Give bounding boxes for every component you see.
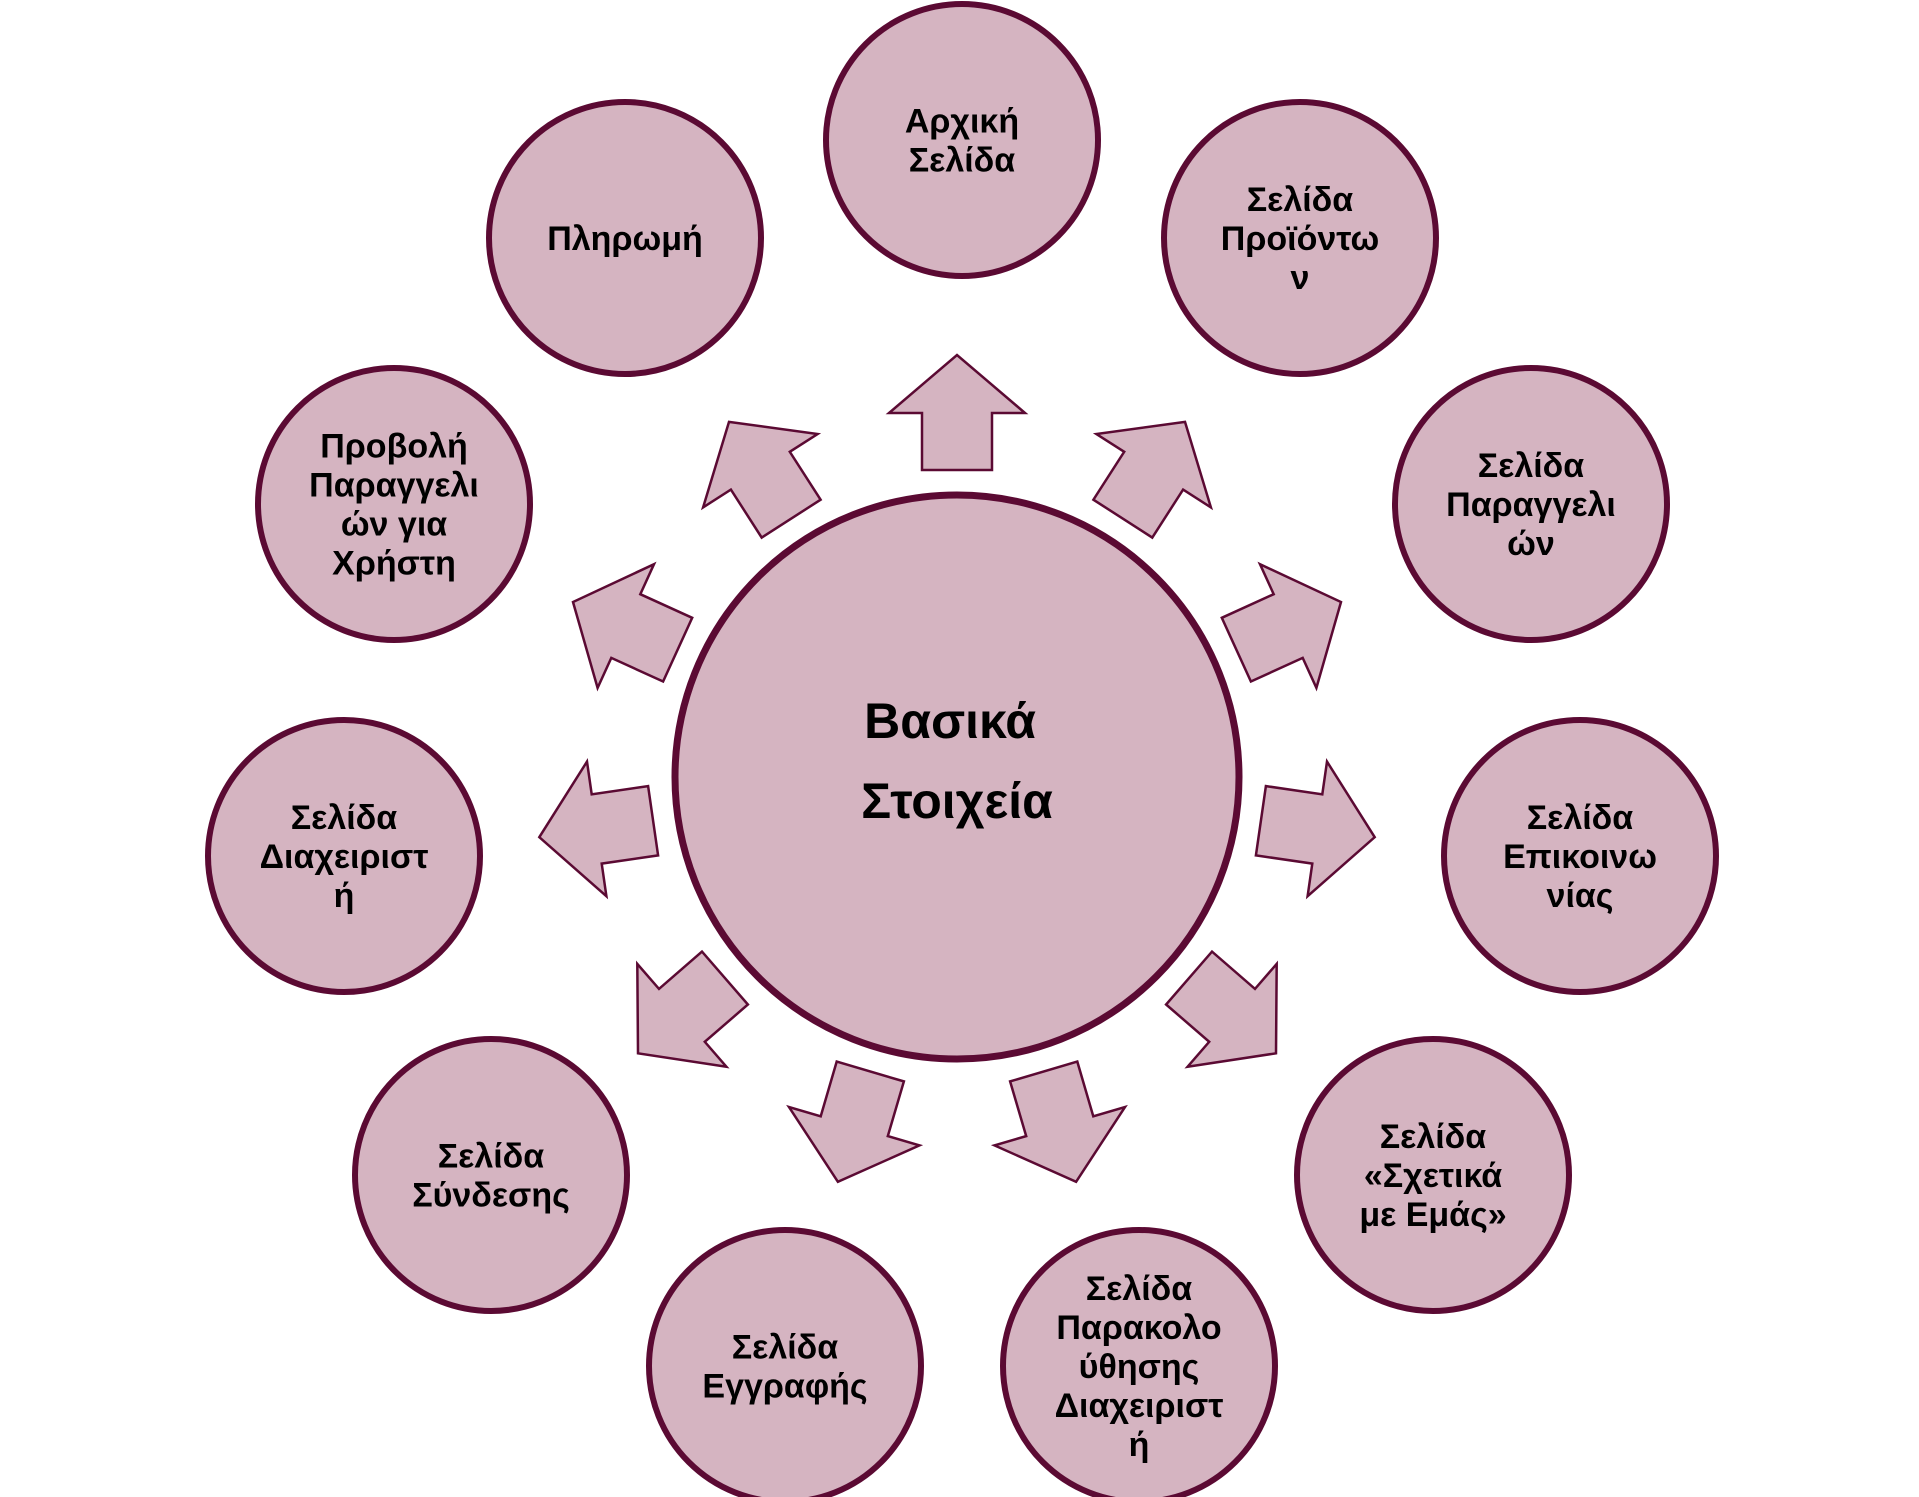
node-selida-proionton-circle [1161,99,1439,377]
node-pliromi-label-line-1: Πληρωμή [547,220,703,258]
node-selida-sxetika-label-line-2: «Σχετικά [1364,1157,1502,1195]
node-selida-parakolouthisis-label-line-2: Παρακολο [1056,1309,1221,1347]
node-selida-sxetika-circle [1294,1036,1572,1314]
node-selida-epikoinonias-label-line-3: νίας [1547,877,1614,915]
node-selida-diaxeiristi-circle [205,717,483,995]
arrow-to-node-provoli-paraggelion [571,561,694,692]
svg-text:Βασικά Στοιχεία: Βασικά Στοιχεία [861,693,1053,829]
node-selida-diaxeiristi-label-line-1: Σελίδα [291,799,398,837]
arrow-to-node-selida-diaxeiristi [537,758,660,900]
node-pliromi: Πληρωμή [486,99,764,377]
node-selida-epikoinonias-label-line-2: Επικοινω [1503,838,1657,876]
node-selida-parakolouthisis-label-line-4: Διαχειριστ [1055,1387,1224,1425]
node-selida-paraggelion-label-line-2: Παραγγελι [1446,486,1616,524]
node-selida-eggrafis-label-line-1: Σελίδα [732,1329,839,1367]
arrows-layer [537,353,1377,1184]
node-pliromi-circle [486,99,764,377]
node-selida-proionton-label-line-1: Σελίδα [1247,181,1354,219]
node-arxiki-selida-label-line-1: Αρχική [905,103,1019,141]
arrow-to-node-selida-paraggelion [1220,561,1343,692]
node-pliromi-label: Πληρωμή [547,220,703,258]
center-circle [671,491,1243,1063]
center-label-line-1: Βασικά [864,693,1036,749]
node-selida-eggrafis-label-line-2: Εγγραφής [702,1368,867,1406]
center-node: Βασικά Στοιχεία [671,491,1243,1063]
node-selida-epikoinonias-circle [1441,717,1719,995]
arrow-to-node-pliromi [700,420,823,540]
node-selida-syndesis-label-line-2: Σύνδεσης [412,1177,570,1215]
arrow-to-node-selida-epikoinonias [1254,758,1377,900]
node-selida-diaxeiristi-label-line-3: ή [334,877,355,915]
node-selida-proionton-label-line-2: Προϊόντω [1221,220,1379,258]
node-selida-paraggelion-label-line-1: Σελίδα [1478,447,1585,485]
node-provoli-paraggelion-circle [255,365,533,643]
node-selida-parakolouthisis-label-line-5: ή [1129,1426,1150,1464]
arrow-to-node-arxiki-selida [885,353,1029,472]
center-label-line-2: Στοιχεία [861,773,1053,829]
node-provoli-paraggelion-label-line-1: Προβολή [320,428,468,466]
arrow-to-node-selida-syndesis [636,949,750,1069]
node-selida-paraggelion-label-line-3: ών [1507,525,1555,563]
node-selida-diaxeiristi-label-line-2: Διαχειριστ [260,838,429,876]
node-selida-eggrafis-circle [646,1227,924,1497]
node-selida-proionton-label-line-3: ν [1291,259,1310,297]
node-selida-parakolouthisis-circle [1000,1227,1278,1497]
arrow-to-node-selida-parakolouthisis [990,1060,1128,1184]
node-provoli-paraggelion-label-line-3: ών για [341,506,447,544]
node-arxiki-selida-label-line-2: Σελίδα [909,142,1016,180]
arrow-to-node-selida-sxetika [1164,949,1278,1069]
node-arxiki-selida-circle [823,1,1101,279]
node-provoli-paraggelion-label-line-4: Χρήστη [332,545,456,583]
node-selida-sxetika-label-line-1: Σελίδα [1380,1118,1487,1156]
node-selida-parakolouthisis-label-line-1: Σελίδα [1086,1270,1193,1308]
node-selida-sxetika-label-line-3: με Εμάς» [1359,1196,1506,1234]
node-selida-syndesis-label-line-1: Σελίδα [438,1138,545,1176]
node-selida-paraggelion-circle [1392,365,1670,643]
node-selida-parakolouthisis-label-line-3: ύθησης [1079,1348,1200,1386]
node-provoli-paraggelion-label-line-2: Παραγγελι [309,467,479,505]
node-selida-epikoinonias-label-line-1: Σελίδα [1527,799,1634,837]
node-selida-syndesis-circle [352,1036,630,1314]
arrow-to-node-selida-eggrafis [786,1060,924,1184]
arrow-to-node-selida-proionton [1091,420,1214,540]
